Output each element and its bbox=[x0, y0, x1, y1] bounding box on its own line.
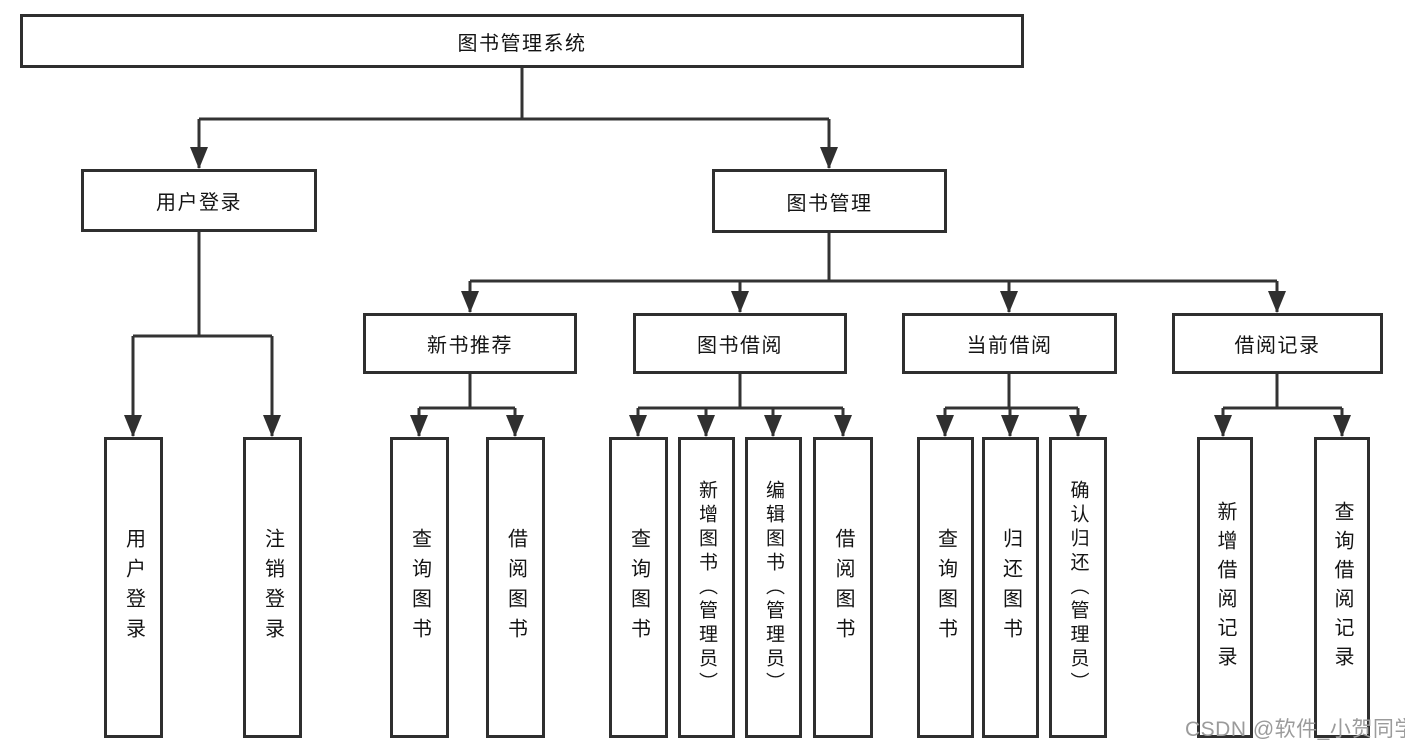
node-label: 借阅记录 bbox=[1234, 335, 1321, 357]
node-library-management-system: 图书管理系统 bbox=[20, 14, 1024, 68]
node-leaf-add-books-admin: 新增图书（管理员） bbox=[678, 437, 735, 738]
node-leaf-logout: 注销登录 bbox=[243, 437, 302, 738]
node-book-borrowing: 图书借阅 bbox=[633, 313, 847, 374]
node-label: 新增借阅记录 bbox=[1214, 500, 1236, 675]
node-label: 用户登录 bbox=[156, 192, 242, 214]
node-label: 查询图书 bbox=[408, 527, 431, 648]
node-leaf-edit-books-admin: 编辑图书（管理员） bbox=[745, 437, 802, 738]
node-leaf-return-books: 归还图书 bbox=[982, 437, 1039, 738]
node-label: 注销登录 bbox=[261, 527, 284, 648]
node-leaf-query-books-borrowing: 查询图书 bbox=[609, 437, 668, 738]
node-current-borrowing: 当前借阅 bbox=[902, 313, 1117, 374]
node-label: 新增图书（管理员） bbox=[696, 479, 717, 696]
node-label: 新书推荐 bbox=[427, 335, 513, 357]
node-label: 图书借阅 bbox=[697, 335, 783, 357]
node-label: 当前借阅 bbox=[966, 335, 1053, 357]
node-label: 查询图书 bbox=[934, 527, 957, 648]
node-leaf-borrow-books-recommend: 借阅图书 bbox=[486, 437, 545, 738]
node-label: 查询借阅记录 bbox=[1331, 500, 1353, 675]
node-label: 归还图书 bbox=[999, 527, 1022, 648]
node-label: 借阅图书 bbox=[832, 527, 854, 648]
node-leaf-confirm-return-admin: 确认归还（管理员） bbox=[1049, 437, 1107, 738]
node-user-login: 用户登录 bbox=[81, 169, 317, 232]
node-leaf-query-borrow-record: 查询借阅记录 bbox=[1314, 437, 1370, 738]
node-leaf-user-login: 用户登录 bbox=[104, 437, 163, 738]
node-label: 编辑图书（管理员） bbox=[763, 479, 784, 696]
node-book-management: 图书管理 bbox=[712, 169, 947, 233]
node-label: 图书管理 bbox=[786, 192, 873, 215]
node-label: 图书管理系统 bbox=[457, 32, 587, 55]
csdn-watermark: CSDN @软件_小贺同学 bbox=[1185, 718, 1405, 741]
node-label: 用户登录 bbox=[122, 527, 145, 648]
node-leaf-add-borrow-record: 新增借阅记录 bbox=[1197, 437, 1253, 738]
node-leaf-query-books-current: 查询图书 bbox=[917, 437, 974, 738]
node-leaf-borrow-books: 借阅图书 bbox=[813, 437, 873, 738]
node-leaf-query-books-recommend: 查询图书 bbox=[390, 437, 449, 738]
node-label: 借阅图书 bbox=[504, 527, 527, 648]
node-label: 查询图书 bbox=[627, 527, 650, 648]
node-new-book-recommend: 新书推荐 bbox=[363, 313, 577, 374]
node-borrow-records: 借阅记录 bbox=[1172, 313, 1383, 374]
node-label: 确认归还（管理员） bbox=[1067, 479, 1089, 696]
